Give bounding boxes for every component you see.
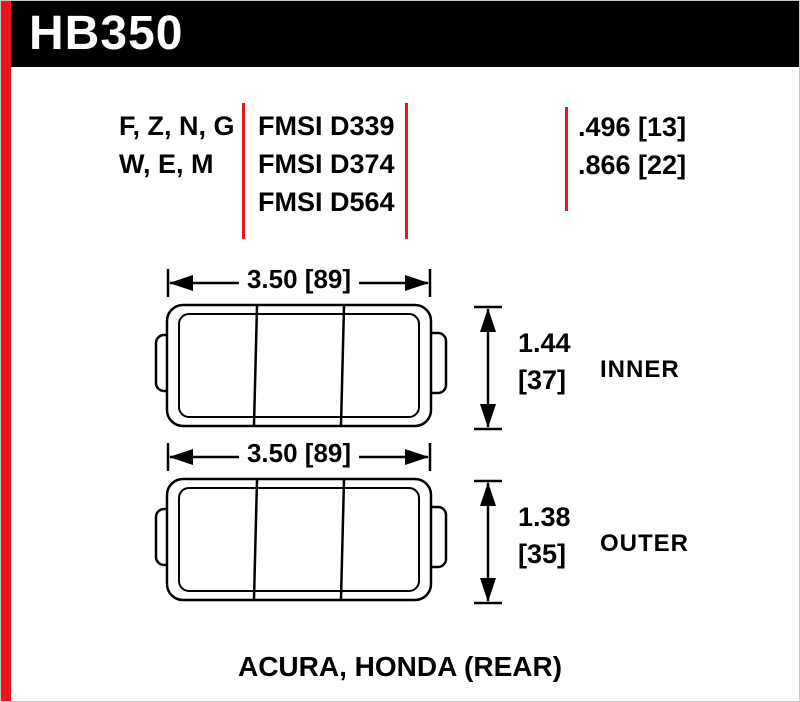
compound-codes-line-1: F, Z, N, G: [119, 111, 235, 141]
part-number: HB350: [29, 7, 184, 60]
pad-thickness-spec-1: .496 [13]: [578, 112, 687, 142]
vehicle-application-label: ACURA, HONDA (REAR): [237, 651, 563, 682]
outer-pad-width-label: 3.50 [89]: [238, 438, 360, 469]
fmsi-number-3: FMSI D564: [258, 187, 395, 217]
inner-pad-width-label: 3.50 [89]: [238, 264, 360, 295]
compound-codes-line-2: W, E, M: [119, 149, 214, 179]
header-banner: HB350: [11, 1, 799, 67]
inner-brake-pad-outline: [154, 303, 448, 428]
outer-pad-position-label: OUTER: [600, 530, 689, 557]
inner-pad-position-label: INNER: [600, 356, 680, 383]
outer-pad-thickness-in: 1.38: [518, 502, 571, 532]
pad-thickness-spec-2: .866 [22]: [578, 150, 687, 180]
outer-pad-thickness-mm: [35]: [518, 539, 567, 569]
accent-stripe: [1, 1, 11, 701]
red-divider-3: [565, 107, 568, 211]
outer-pad-thickness-dimension-arrow: [474, 479, 502, 605]
red-divider-1: [242, 103, 245, 239]
outer-brake-pad-outline: [154, 477, 448, 602]
inner-pad-thickness-mm: [37]: [518, 365, 567, 395]
inner-pad-thickness-in: 1.44: [518, 328, 571, 358]
fmsi-number-1: FMSI D339: [258, 111, 395, 141]
red-divider-2: [405, 103, 408, 239]
inner-pad-thickness-dimension-arrow: [474, 305, 502, 431]
fmsi-number-2: FMSI D374: [258, 149, 395, 179]
